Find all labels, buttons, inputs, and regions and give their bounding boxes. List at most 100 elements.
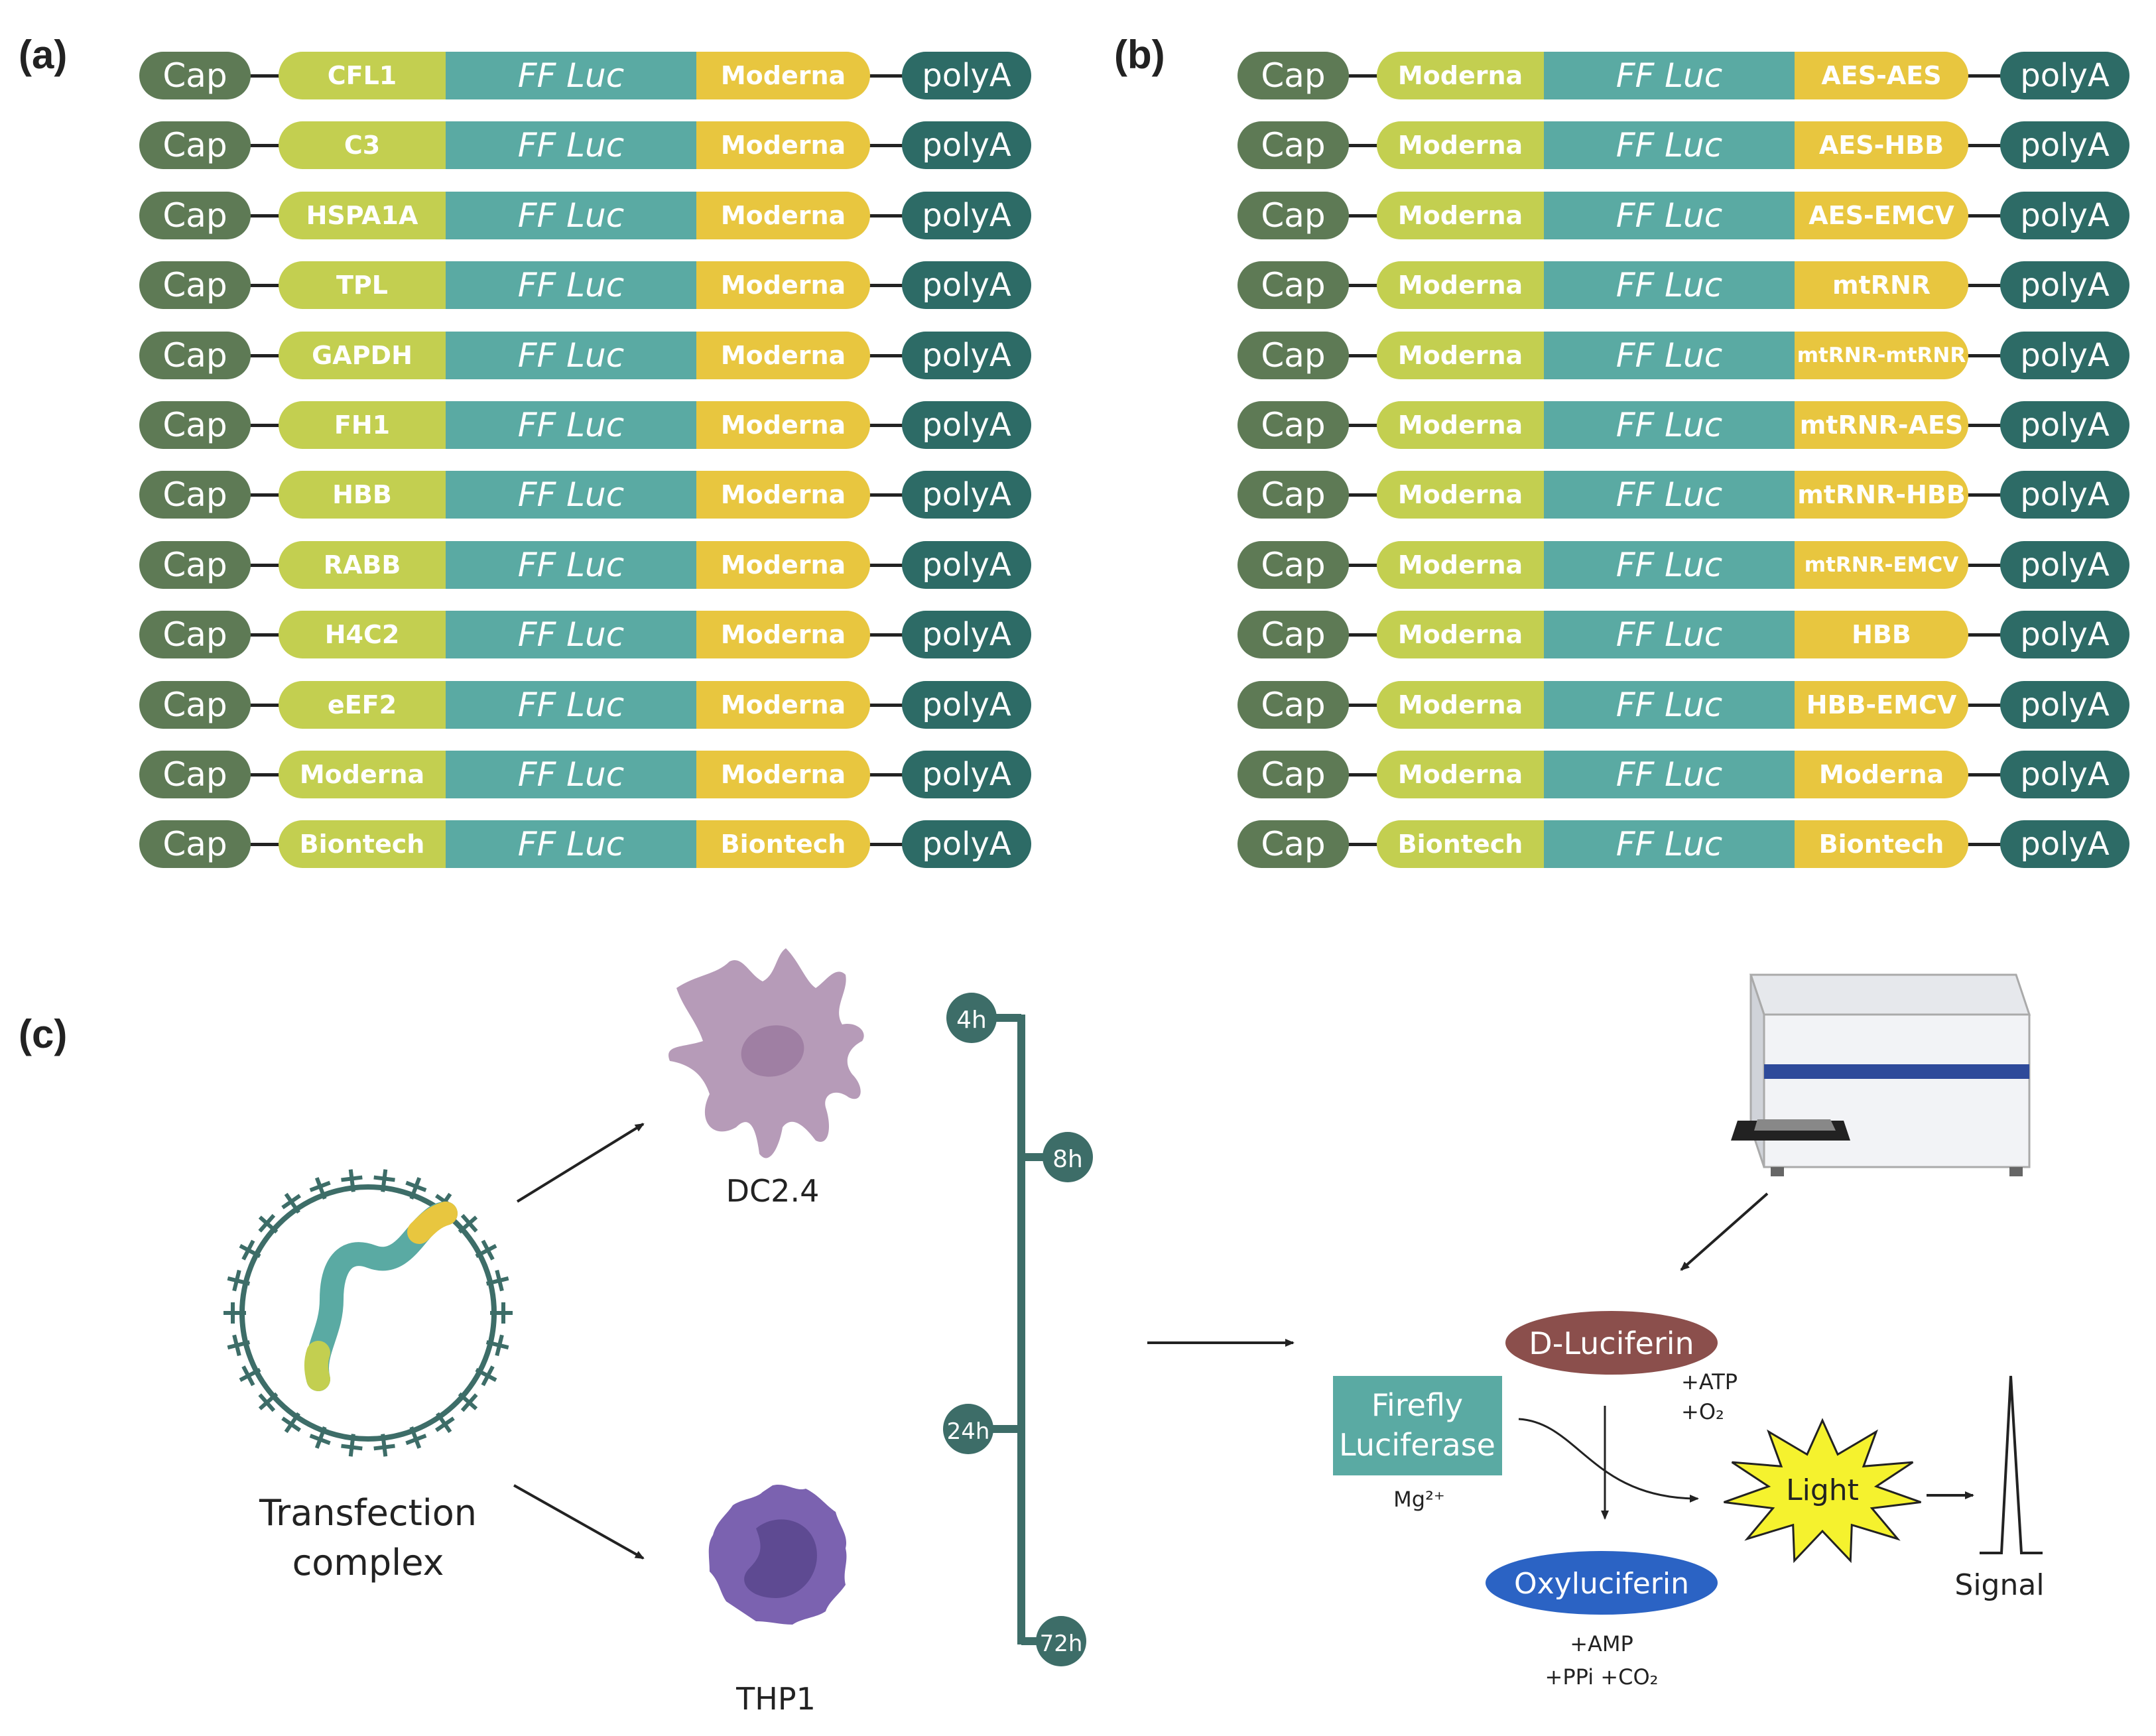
utr5-segment: Moderna — [1377, 751, 1544, 798]
cap-segment: Cap — [1237, 52, 1349, 99]
polya-segment: polyA — [2000, 471, 2129, 519]
utr3-segment: Moderna — [696, 192, 870, 239]
utr5-segment: Biontech — [1377, 820, 1544, 868]
utr5-segment: Moderna — [1377, 611, 1544, 658]
linker-line — [239, 354, 285, 357]
signal-label: Signal — [1954, 1568, 2044, 1602]
utr5-segment: Moderna — [1377, 261, 1544, 309]
utr3-segment: AES-AES — [1795, 52, 1968, 99]
polya-segment: polyA — [2000, 121, 2129, 169]
polya-segment: polyA — [2000, 541, 2129, 589]
utr3-segment: Biontech — [696, 820, 870, 868]
cap-segment: Cap — [1237, 820, 1349, 868]
linker-line — [869, 74, 909, 78]
cap-segment: Cap — [139, 471, 251, 519]
linker-line — [1337, 214, 1383, 217]
linker-line — [239, 284, 285, 287]
utr5-segment: RABB — [279, 541, 446, 589]
cap-segment: Cap — [139, 401, 251, 449]
amp-label: +AMP — [1570, 1631, 1633, 1656]
polya-segment: polyA — [902, 261, 1031, 309]
linker-line — [1337, 424, 1383, 427]
cap-segment: Cap — [139, 332, 251, 379]
reaction-curve — [1518, 1418, 1699, 1503]
linker-line — [869, 843, 909, 846]
utr3-segment: Moderna — [696, 681, 870, 729]
cap-segment: Cap — [139, 820, 251, 868]
cap-segment: Cap — [139, 681, 251, 729]
arrow-to-thp — [513, 1484, 645, 1560]
utr3-segment: mtRNR-HBB — [1795, 471, 1968, 519]
utr5-segment: Moderna — [1377, 121, 1544, 169]
cap-segment: Cap — [1237, 681, 1349, 729]
linker-line — [239, 633, 285, 637]
mrna-tail — [407, 1202, 458, 1244]
light-burst: Light — [1723, 1418, 1922, 1564]
cap-segment: Cap — [139, 121, 251, 169]
ff-luc-segment: FF Luc — [446, 541, 696, 589]
svg-text:D-Luciferin: D-Luciferin — [1529, 1326, 1694, 1361]
polya-segment: polyA — [902, 52, 1031, 99]
arrow-from-reader — [1680, 1192, 1769, 1271]
ff-luc-segment: FF Luc — [1544, 471, 1795, 519]
utr5-segment: Moderna — [1377, 541, 1544, 589]
polya-segment: polyA — [2000, 261, 2129, 309]
luciferase-reaction: D-Luciferin +ATP +O₂ Firefly Luciferase … — [1333, 1311, 2045, 1690]
ff-luc-segment: FF Luc — [1544, 681, 1795, 729]
cap-segment: Cap — [139, 611, 251, 658]
ff-luc-segment: FF Luc — [446, 401, 696, 449]
transfection-complex: Transfection complex — [223, 1169, 513, 1583]
svg-text:8h: 8h — [1052, 1146, 1083, 1173]
linker-line — [1967, 354, 2007, 357]
ff-luc-segment: FF Luc — [1544, 52, 1795, 99]
cap-segment: Cap — [1237, 541, 1349, 589]
ff-luc-segment: FF Luc — [446, 751, 696, 798]
ff-luc-segment: FF Luc — [446, 52, 696, 99]
ff-luc-segment: FF Luc — [446, 332, 696, 379]
panel-a-label: (a) — [19, 32, 68, 77]
linker-line — [239, 843, 285, 846]
utr3-segment: mtRNR-mtRNR — [1795, 332, 1968, 379]
linker-line — [869, 633, 909, 637]
cap-segment: Cap — [1237, 332, 1349, 379]
utr5-segment: Biontech — [279, 820, 446, 868]
utr5-segment: HSPA1A — [279, 192, 446, 239]
cap-segment: Cap — [139, 52, 251, 99]
cap-segment: Cap — [139, 541, 251, 589]
utr5-segment: Moderna — [279, 751, 446, 798]
plate-reader-icon — [1731, 973, 2031, 1176]
utr3-segment: mtRNR-AES — [1795, 401, 1968, 449]
utr3-segment: Moderna — [696, 751, 870, 798]
utr5-segment: GAPDH — [279, 332, 446, 379]
linker-line — [1967, 424, 2007, 427]
transfection-label-line1: Transfection — [259, 1492, 477, 1534]
linker-line — [239, 493, 285, 497]
svg-text:72h: 72h — [1040, 1631, 1083, 1657]
timepoint-8h: 8h — [1043, 1132, 1093, 1182]
cap-segment: Cap — [1237, 121, 1349, 169]
lipid-spikes — [223, 1169, 513, 1457]
utr5-segment: Moderna — [1377, 192, 1544, 239]
cap-segment: Cap — [1237, 751, 1349, 798]
cap-segment: Cap — [139, 192, 251, 239]
utr3-segment: Moderna — [696, 52, 870, 99]
polya-segment: polyA — [902, 611, 1031, 658]
cap-segment: Cap — [139, 261, 251, 309]
utr3-segment: AES-HBB — [1795, 121, 1968, 169]
linker-line — [869, 284, 909, 287]
thp-label: THP1 — [735, 1681, 816, 1717]
utr3-segment: Moderna — [696, 401, 870, 449]
linker-line — [239, 424, 285, 427]
utr3-segment: Moderna — [696, 471, 870, 519]
ff-luc-segment: FF Luc — [1544, 121, 1795, 169]
timepoint-72h: 72h — [1036, 1616, 1086, 1666]
polya-segment: polyA — [2000, 401, 2129, 449]
